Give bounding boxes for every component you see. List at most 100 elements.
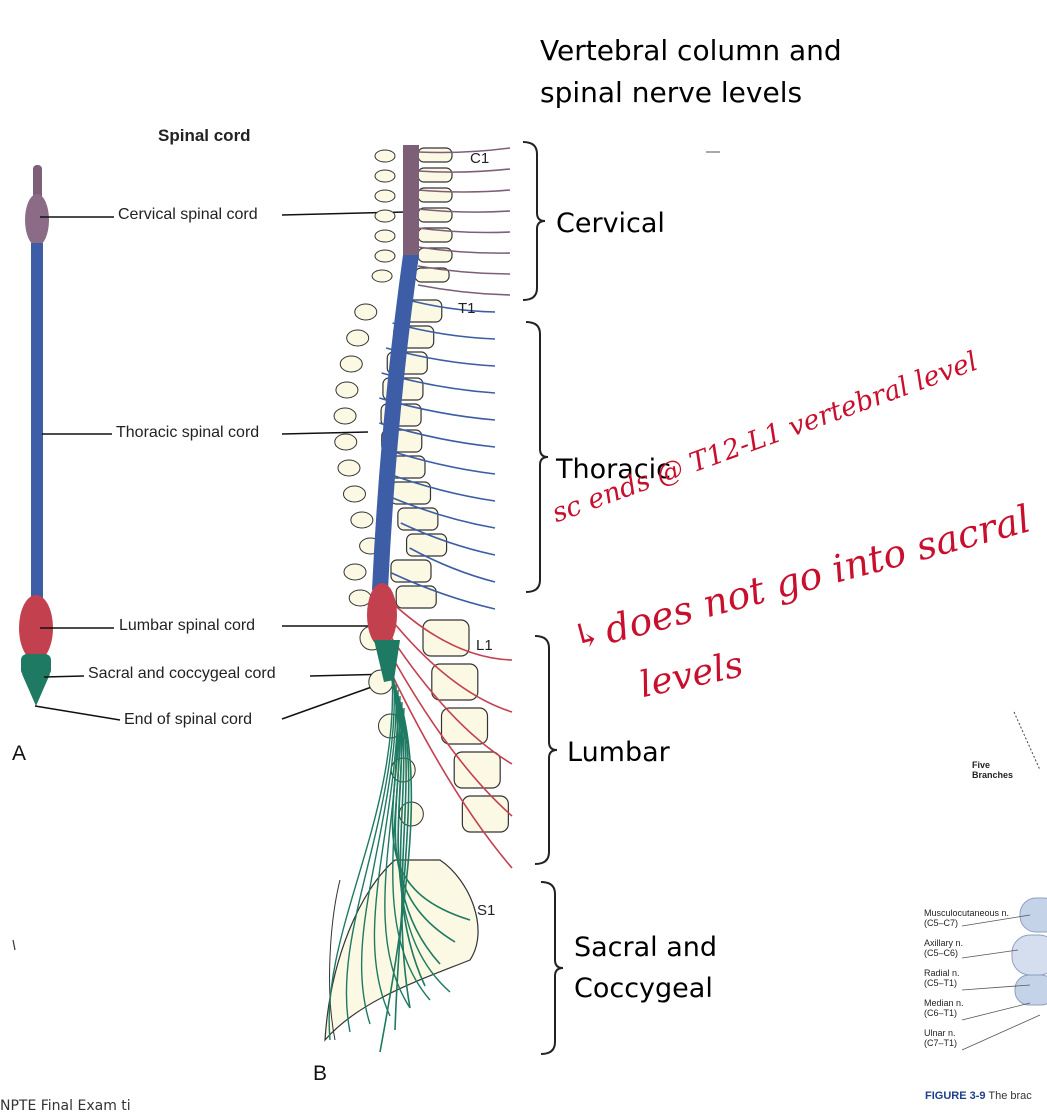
cervical-process — [371, 269, 393, 283]
spinal-nerve — [384, 643, 513, 817]
spinal-nerve — [392, 497, 496, 529]
spinal-nerve — [417, 208, 511, 213]
brace — [525, 321, 549, 593]
panel-a-letter: A — [12, 742, 27, 765]
footer-text: NPTE Final Exam ti — [0, 1098, 131, 1114]
label-thoracic-spinal-cord: Thoracic spinal cord — [116, 424, 260, 441]
sacral-nerve — [389, 671, 471, 921]
nerve-item: Radial n.(C5–T1) — [924, 968, 960, 988]
thoracic-process — [346, 329, 370, 347]
cord-b-thoracic — [372, 255, 419, 590]
title-line-2: spinal nerve levels — [540, 76, 803, 109]
figure-caption: FIGURE 3-9 The brac — [925, 1090, 1032, 1102]
thoracic-process — [350, 511, 374, 529]
coccygeal-nerve — [345, 677, 396, 1033]
spinal-nerve — [391, 572, 496, 610]
label-end-of-spinal-cord: End of spinal cord — [124, 711, 253, 728]
thoracic-vertebra — [390, 559, 432, 583]
nerve-item: Musculocutaneous n.(C5–C7) — [924, 908, 1010, 928]
cord-b-sacral — [374, 640, 400, 682]
region-lumbar: Lumbar — [567, 737, 670, 768]
cord-b-lumbar — [367, 583, 397, 647]
cord-b-cervical — [403, 145, 419, 260]
thoracic-process — [339, 355, 363, 373]
spinal-nerve — [386, 472, 496, 502]
coccygeal-nerve — [397, 707, 451, 993]
label-lumbar-spinal-cord: Lumbar spinal cord — [119, 617, 256, 634]
page-title: Vertebral column and spinal nerve levels — [540, 30, 842, 114]
label-sacral-coccygeal-cord: Sacral and coccygeal cord — [88, 665, 276, 682]
cord-a-cervical — [25, 194, 49, 246]
thoracic-vertebra — [397, 507, 439, 531]
cervical-process — [374, 169, 396, 183]
title-line-1: Vertebral column and — [540, 34, 842, 67]
sacral-nerve — [391, 677, 456, 943]
coccygeal-nerve — [360, 683, 397, 1025]
cord-a-thoracic — [31, 243, 43, 603]
level-l1: L1 — [476, 637, 493, 654]
region-sacral-line-2: Coccygeal — [574, 973, 713, 1004]
level-c1: C1 — [470, 150, 490, 167]
label-cervical-spinal-cord: Cervical spinal cord — [118, 206, 258, 223]
nerve-item: Axillary n.(C5–C6) — [924, 938, 964, 958]
brace — [522, 141, 546, 301]
level-t1: T1 — [458, 300, 476, 317]
region-thoracic: Thoracic — [556, 454, 671, 485]
brace — [534, 635, 558, 865]
thoracic-process — [343, 563, 367, 581]
thoracic-process — [335, 381, 359, 399]
thoracic-process — [334, 433, 358, 451]
caption-bold: FIGURE 3-9 — [925, 1090, 986, 1102]
plexus-tube-1 — [1019, 897, 1047, 933]
cervical-process — [374, 209, 396, 223]
coccygeal-nerve — [373, 689, 399, 1017]
lumbar-vertebra — [440, 707, 489, 745]
region-braces — [522, 141, 564, 1055]
cord-a-lumbar — [19, 595, 53, 661]
coccyx-edge — [329, 879, 341, 1041]
leader-end-a — [34, 705, 121, 721]
spinal-nerve — [417, 265, 511, 275]
brachial-plexus-fragment — [961, 711, 1047, 1051]
spinal-nerve — [409, 547, 496, 583]
coccygeal-nerve — [328, 671, 394, 1041]
thoracic-process — [333, 407, 357, 425]
thoracic-vertebra — [405, 533, 448, 557]
sacral-nerve — [395, 689, 426, 987]
sacral-nerve — [379, 707, 413, 1053]
cervical-process — [374, 229, 396, 243]
spinal-nerve — [384, 659, 513, 869]
spinal-nerve — [384, 611, 513, 713]
thoracic-vertebra — [395, 585, 437, 609]
spinal-nerve — [384, 627, 513, 765]
brace — [540, 881, 564, 1055]
spinal-nerve — [384, 595, 513, 661]
spinal-nerve — [417, 227, 511, 234]
nerve-item: Ulnar n.(C7–T1) — [924, 1028, 958, 1048]
lumbar-vertebra — [422, 619, 470, 657]
cervical-process — [374, 149, 396, 163]
plexus-tube-3 — [1014, 974, 1047, 1006]
lumbar-vertebra — [453, 751, 501, 789]
region-sacral-line-1: Sacral and — [574, 932, 718, 963]
cervical-process — [374, 189, 396, 203]
level-s1: S1 — [477, 902, 496, 919]
sacral-nerve — [397, 695, 411, 1009]
spinal-nerve — [417, 246, 511, 254]
spinal-nerve — [400, 522, 496, 556]
plexus-tube-2 — [1011, 934, 1047, 976]
spinal-nerve — [417, 168, 511, 173]
sacral-nerve — [394, 701, 410, 1031]
coccygeal-nerve — [392, 701, 431, 1001]
spinal-cord-heading: Spinal cord — [158, 126, 251, 145]
coccygeal-nerve — [384, 695, 411, 1009]
five-branches-label: Five Branches — [972, 760, 1014, 780]
thoracic-process — [342, 485, 366, 503]
spinal-nerve — [417, 284, 511, 296]
lumbar-vertebra — [461, 795, 509, 833]
panel-b-cord — [367, 145, 419, 682]
thoracic-process — [337, 459, 361, 477]
region-cervical: Cervical — [556, 208, 665, 239]
spinal-nerve — [417, 189, 511, 193]
